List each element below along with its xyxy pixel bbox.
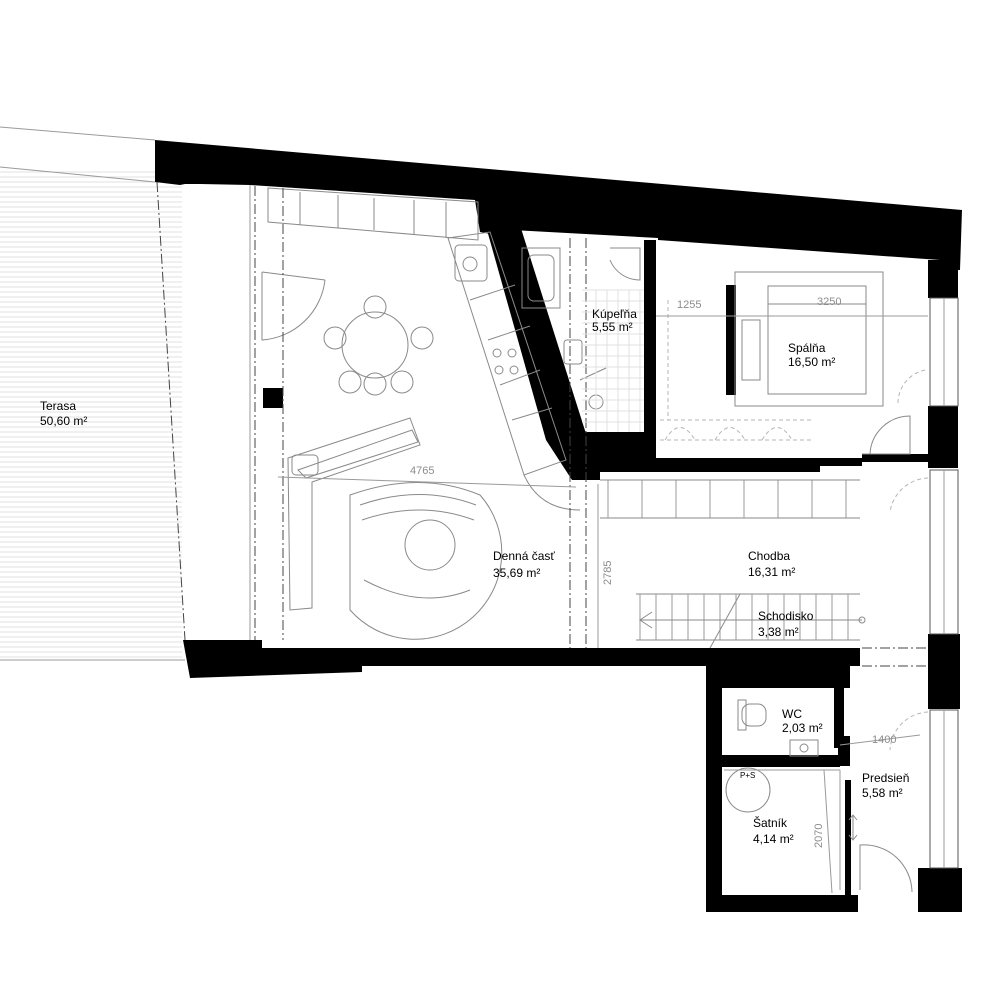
bath-tiles xyxy=(582,289,644,432)
room-area-denna: 35,69 m² xyxy=(493,566,540,580)
kitchen xyxy=(267,187,581,511)
hall-doors xyxy=(889,477,929,751)
stair-treads-bottom xyxy=(639,594,849,640)
room-name-satnik: Šatník xyxy=(753,815,788,830)
dim-entry-width: 1400 xyxy=(872,734,896,746)
chair-icon xyxy=(390,370,414,394)
dining-table xyxy=(323,295,434,396)
stairs xyxy=(600,479,866,649)
bathroom-fixtures xyxy=(521,247,644,432)
chair-icon xyxy=(323,326,347,350)
washbasin-icon xyxy=(789,739,819,757)
coffee-table-icon xyxy=(404,519,456,571)
table-icon xyxy=(341,311,409,379)
wardrobe-fixtures: P+S xyxy=(724,767,913,893)
room-name-predsien: Predsieň xyxy=(862,771,909,785)
chair-icon xyxy=(363,295,387,319)
dim-bedroom-width: 3250 xyxy=(817,296,841,308)
kitchen-sink-icon xyxy=(454,244,488,282)
room-name-kupelna: Kúpeľňa xyxy=(592,307,637,321)
rug xyxy=(349,482,503,640)
bathtub-icon xyxy=(521,247,561,309)
room-name-terasa: Terasa xyxy=(40,399,76,413)
room-area-predsien: 5,58 m² xyxy=(862,786,903,800)
room-name-denna: Denná časť xyxy=(493,549,555,563)
dimensions: 4765 2785 1255 3250 1400 2070 xyxy=(277,296,928,894)
dim-wardrobe-height: 2070 xyxy=(813,824,825,848)
room-area-wc: 2,03 m² xyxy=(782,721,823,735)
room-area-spalna: 16,50 m² xyxy=(788,355,835,369)
room-labels: Terasa 50,60 m² Denná časť 35,69 m² Kúpe… xyxy=(40,307,909,846)
svg-text:P+S: P+S xyxy=(740,771,755,780)
room-name-schodisko: Schodisko xyxy=(758,609,814,623)
chair-icon xyxy=(338,370,362,394)
bedroom-furniture xyxy=(660,271,926,455)
dim-line-living xyxy=(277,476,577,488)
nightstand-icon xyxy=(741,319,761,381)
room-area-terasa: 50,60 m² xyxy=(40,414,87,428)
dim-line-entry xyxy=(839,734,921,746)
stair-treads-top xyxy=(607,480,847,518)
terrace xyxy=(0,126,251,661)
room-area-satnik: 4,14 m² xyxy=(753,832,794,846)
toilet-icon xyxy=(741,703,767,727)
terrace-door xyxy=(261,271,326,341)
terrace-edge xyxy=(156,181,186,641)
room-name-chodba: Chodba xyxy=(748,549,790,563)
axis-lines xyxy=(254,186,928,667)
dim-living-width: 4765 xyxy=(410,465,434,477)
bed-rug xyxy=(734,271,884,407)
windows xyxy=(929,297,959,869)
dim-line-wardrobe xyxy=(823,769,833,894)
chair-icon xyxy=(410,326,434,350)
sofa xyxy=(287,417,503,640)
bed-icon xyxy=(767,285,867,395)
dim-bath-width: 1255 xyxy=(677,299,701,311)
walls xyxy=(155,140,962,912)
washbasin-icon xyxy=(563,339,583,365)
washing-machine-icon xyxy=(725,767,771,813)
room-name-spalna: Spálňa xyxy=(788,341,826,355)
chair-icon xyxy=(363,372,387,396)
room-area-chodba: 16,31 m² xyxy=(748,565,795,579)
room-name-wc: WC xyxy=(782,707,802,721)
terrace-decking xyxy=(0,171,182,658)
dim-hall-height: 2785 xyxy=(602,561,614,585)
wc-fixtures xyxy=(737,699,819,757)
room-area-schodisko: 3,38 m² xyxy=(758,625,799,639)
room-area-kupelna: 5,55 m² xyxy=(592,320,633,334)
